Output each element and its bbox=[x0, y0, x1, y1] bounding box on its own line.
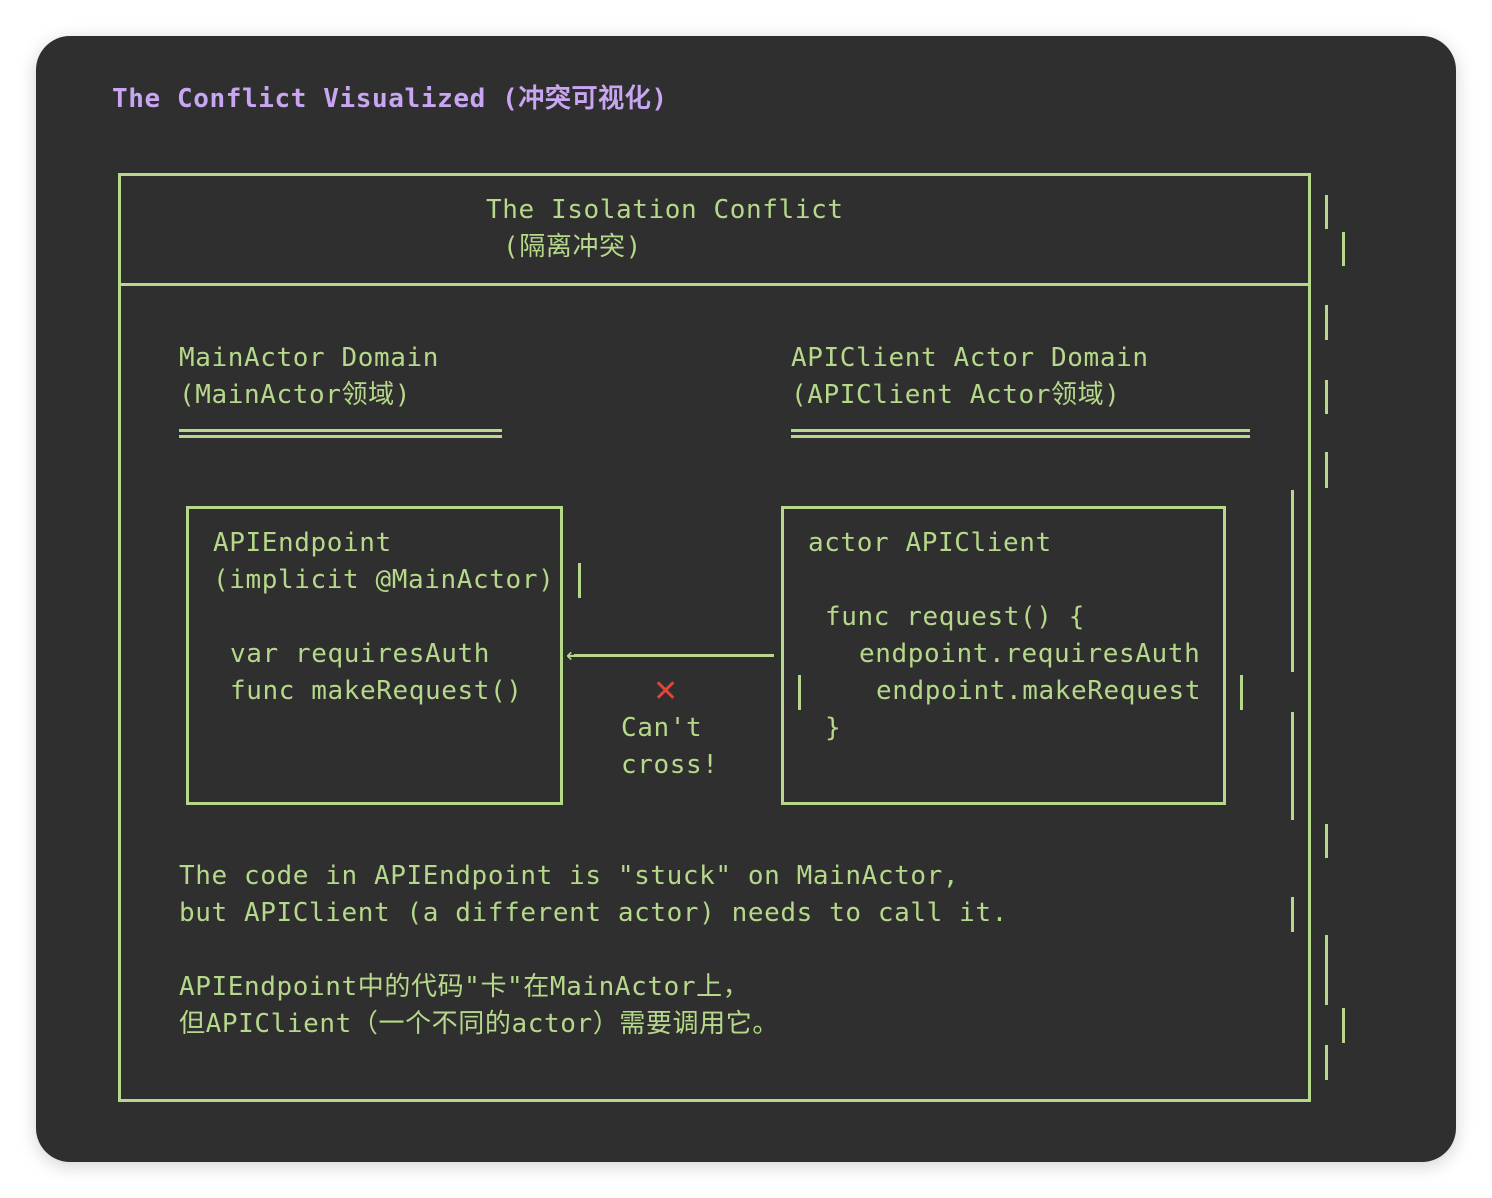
border-fragment bbox=[1325, 195, 1328, 229]
border-fragment bbox=[1342, 232, 1345, 266]
left-domain-title: MainActor Domain bbox=[179, 343, 440, 373]
left-domain-subtitle: (MainActor领域) bbox=[179, 380, 411, 410]
api-client-name: actor APIClient bbox=[808, 528, 1052, 558]
api-endpoint-name: APIEndpoint bbox=[213, 528, 392, 558]
right-domain-title: APIClient Actor Domain bbox=[791, 343, 1149, 373]
explanation-zh-2: 但APIClient（一个不同的actor）需要调用它。 bbox=[179, 1009, 779, 1039]
arrow-head-icon: ← bbox=[566, 640, 583, 670]
blocked-arrow-line bbox=[574, 654, 774, 657]
border-fragment bbox=[578, 563, 581, 598]
border-fragment bbox=[1240, 675, 1243, 710]
border-fragment bbox=[1291, 897, 1294, 932]
explanation-en-1: The code in APIEndpoint is "stuck" on Ma… bbox=[179, 861, 960, 891]
border-fragment bbox=[1325, 305, 1328, 340]
requires-auth-call: endpoint.requiresAuth bbox=[859, 639, 1201, 669]
border-fragment bbox=[1308, 860, 1311, 894]
border-fragment bbox=[1291, 712, 1294, 820]
api-endpoint-annotation: (implicit @MainActor) bbox=[213, 565, 555, 595]
request-func: func request() { bbox=[825, 602, 1086, 632]
border-fragment bbox=[1342, 1008, 1345, 1043]
border-fragment bbox=[798, 675, 801, 710]
cant-cross-label-2: cross! bbox=[621, 750, 719, 780]
explanation-en-2: but APIClient (a different actor) needs … bbox=[179, 898, 1008, 928]
border-fragment bbox=[1325, 935, 1328, 1005]
border-fragment bbox=[1325, 1045, 1328, 1080]
right-domain-subtitle: (APIClient Actor领域) bbox=[791, 380, 1121, 410]
header-divider bbox=[118, 283, 1311, 286]
cant-cross-label-1: Can't bbox=[621, 713, 703, 743]
right-domain-underline-2 bbox=[791, 435, 1250, 438]
left-domain-underline-2 bbox=[179, 435, 502, 438]
api-endpoint-property: var requiresAuth bbox=[230, 639, 491, 669]
left-domain-underline bbox=[179, 429, 502, 432]
border-fragment bbox=[1308, 416, 1311, 450]
explanation-zh-1: APIEndpoint中的代码"卡"在MainActor上， bbox=[179, 972, 750, 1002]
border-fragment bbox=[1325, 452, 1328, 488]
section-title: The Conflict Visualized (冲突可视化) bbox=[112, 84, 668, 114]
border-fragment bbox=[1325, 824, 1328, 858]
api-endpoint-method: func makeRequest() bbox=[230, 676, 523, 706]
outer-frame bbox=[118, 173, 1311, 1102]
api-client-box bbox=[781, 506, 1226, 805]
make-request-call: endpoint.makeRequest bbox=[876, 676, 1202, 706]
code-block-card bbox=[36, 36, 1456, 1162]
cross-mark-icon: ✕ bbox=[653, 674, 679, 709]
right-domain-underline bbox=[791, 429, 1250, 432]
api-endpoint-box bbox=[186, 506, 563, 805]
closing-brace: } bbox=[825, 713, 842, 743]
border-fragment bbox=[1291, 490, 1294, 672]
border-fragment bbox=[1325, 380, 1328, 414]
border-fragment bbox=[1308, 676, 1311, 710]
border-fragment bbox=[1308, 342, 1311, 377]
header-title: The Isolation Conflict bbox=[486, 195, 844, 225]
header-subtitle: (隔离冲突) bbox=[503, 232, 642, 262]
